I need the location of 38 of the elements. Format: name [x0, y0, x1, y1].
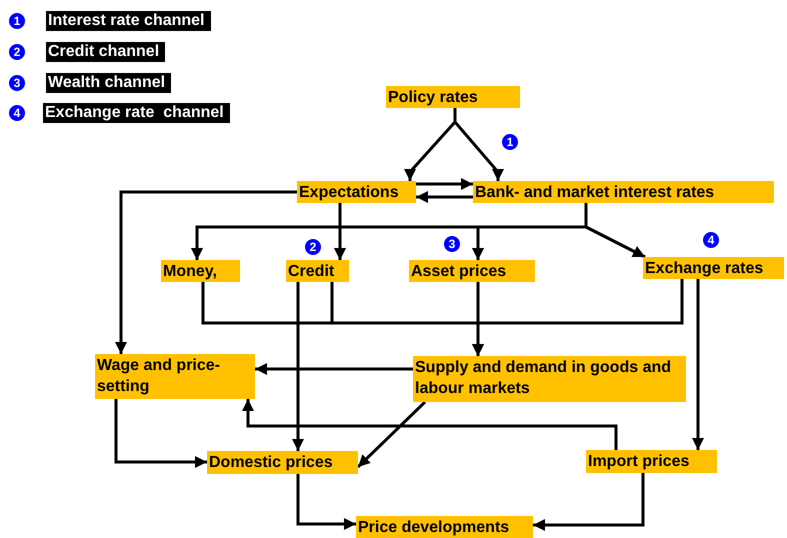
legend-label: Wealth channel	[46, 73, 172, 93]
process-box: Credit	[286, 260, 349, 282]
process-box: Supply and demand in goods and labour markets	[413, 356, 686, 402]
arrow	[356, 400, 426, 468]
arrow	[292, 282, 304, 451]
arrow	[472, 279, 684, 356]
number-badge: 4	[9, 105, 25, 121]
arrow	[584, 203, 646, 258]
arrow	[255, 363, 413, 375]
process-box: Import prices	[586, 450, 717, 473]
number-badge: 2	[305, 239, 321, 255]
arrow	[296, 474, 356, 530]
process-box: Policy rates	[386, 86, 520, 108]
process-box: Money,	[161, 260, 240, 282]
number-badge: 1	[502, 134, 518, 150]
legend-label: Interest rate channel	[46, 11, 210, 31]
process-box: Exchange rates	[643, 257, 784, 279]
legend-label: Exchange rate channel	[43, 103, 230, 123]
arrow	[115, 190, 297, 354]
legend-label: Credit channel	[46, 42, 166, 62]
arrow	[242, 399, 618, 450]
number-badge: 1	[9, 13, 25, 29]
arrow	[533, 473, 644, 531]
process-box: Bank- and market interest rates	[473, 181, 774, 203]
arrow	[416, 178, 473, 190]
arrow	[114, 399, 207, 468]
arrow	[416, 191, 473, 203]
process-box: Wage and price-setting	[95, 354, 255, 399]
number-badge: 2	[9, 44, 25, 60]
arrow	[692, 279, 704, 450]
process-box: Domestic prices	[207, 451, 358, 474]
number-badge: 3	[9, 75, 25, 91]
process-box: Price developments	[356, 516, 533, 538]
arrow	[454, 108, 504, 181]
number-badge: 4	[703, 232, 719, 248]
process-box: Expectations	[297, 181, 416, 203]
process-box: Asset prices	[409, 260, 535, 282]
number-badge: 3	[444, 236, 460, 252]
